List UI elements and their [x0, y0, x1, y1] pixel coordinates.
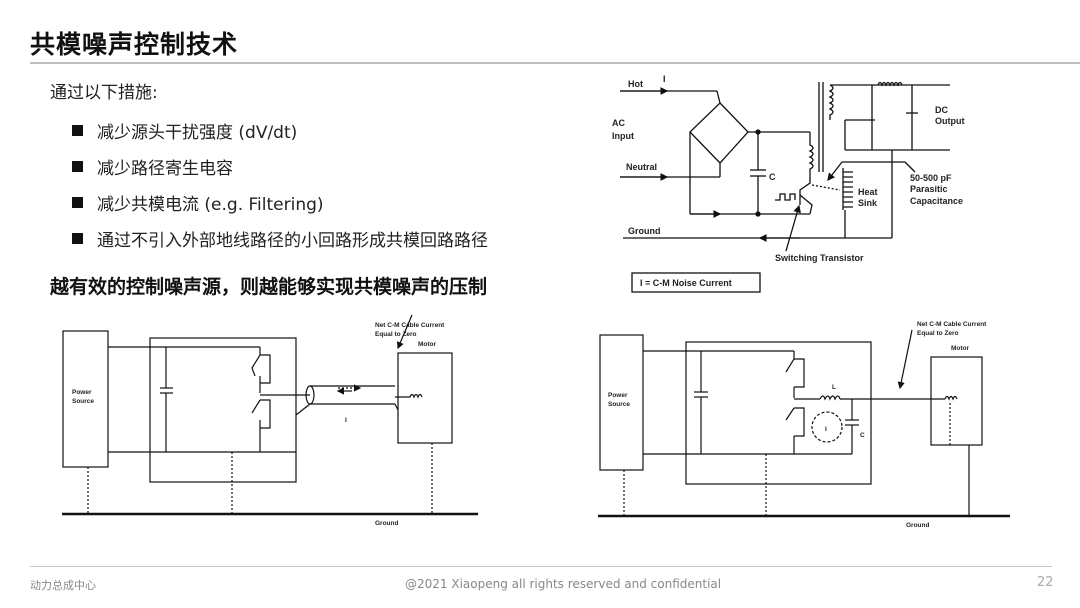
label-hot: Hot	[628, 79, 643, 89]
label-motor: Motor	[418, 341, 437, 348]
label-capacitor: C	[769, 172, 776, 182]
label-source: Source	[608, 401, 630, 408]
list-item: 减少共模电流 (e.g. Filtering)	[72, 184, 488, 220]
label-power: Power	[608, 392, 628, 399]
label-equal-zero: Equal to Zero	[917, 330, 959, 337]
measure-list: 减少源头干扰强度 (dV/dt) 减少路径寄生电容 减少共模电流 (e.g. F…	[72, 112, 488, 256]
label-ground: Ground	[375, 520, 398, 527]
smps-noise-diagram	[620, 81, 950, 293]
smps-labels: Hot I AC Input Neutral Ground C DC Outpu…	[612, 74, 965, 288]
slide-title: 共模噪声控制技术	[30, 30, 239, 59]
inverter-filter-diagram	[598, 329, 1010, 518]
label-current: I	[663, 74, 666, 84]
list-item: 减少源头干扰强度 (dV/dt)	[72, 112, 488, 148]
inverter-cable-labels: Power Source Net C-M Cable Current Equal…	[72, 322, 445, 527]
intro-text: 通过以下措施:	[50, 83, 158, 103]
label-ground: Ground	[628, 226, 661, 236]
label-net-cm-current: Net C-M Cable Current	[917, 321, 987, 328]
inverter-filter-labels: Power Source Net C-M Cable Current Equal…	[608, 321, 987, 529]
list-item-text: 减少源头干扰强度 (dV/dt)	[97, 122, 298, 143]
inverter-cable-diagram	[62, 314, 478, 516]
bullet-square-icon	[72, 160, 83, 172]
page-number: 22	[1037, 575, 1054, 590]
footer-divider	[30, 566, 1052, 567]
label-ground: Ground	[906, 522, 929, 529]
bullet-square-icon	[72, 124, 83, 136]
label-source: Source	[72, 398, 94, 405]
label-input: Input	[612, 131, 634, 141]
title-divider	[30, 62, 1080, 64]
label-inductor: L	[832, 384, 836, 391]
legend-noise-current: I = C-M Noise Current	[640, 278, 732, 288]
label-capacitance: Capacitance	[910, 196, 963, 206]
list-item-text: 减少共模电流 (e.g. Filtering)	[97, 194, 324, 215]
label-switching-transistor: Switching Transistor	[775, 253, 864, 263]
label-current: I	[825, 426, 827, 433]
label-capacitor: C	[860, 432, 865, 439]
list-item: 减少路径寄生电容	[72, 148, 488, 184]
label-parasitic: Parasitic	[910, 184, 948, 194]
footer-copyright: @2021 Xiaopeng all rights reserved and c…	[405, 577, 722, 591]
label-heat: Heat	[858, 187, 878, 197]
label-ac: AC	[612, 118, 625, 128]
label-motor: Motor	[951, 345, 970, 352]
label-capacitance-value: 50-500 pF	[910, 173, 952, 183]
label-sink: Sink	[858, 198, 878, 208]
list-item: 通过不引入外部地线路径的小回路形成共模回路路径	[72, 220, 488, 256]
emphasis-text: 越有效的控制噪声源，则越能够实现共模噪声的压制	[50, 276, 488, 298]
label-output: Output	[935, 116, 965, 126]
label-dc: DC	[935, 105, 948, 115]
label-equal-zero: Equal to Zero	[375, 331, 417, 338]
label-net-cm-current: Net C-M Cable Current	[375, 322, 445, 329]
footer-department: 动力总成中心	[30, 579, 96, 592]
label-current: I	[345, 417, 347, 424]
list-item-text: 减少路径寄生电容	[97, 158, 233, 179]
list-item-text: 通过不引入外部地线路径的小回路形成共模回路路径	[97, 230, 488, 251]
label-neutral: Neutral	[626, 162, 657, 172]
label-power: Power	[72, 389, 92, 396]
bullet-square-icon	[72, 232, 83, 244]
bullet-square-icon	[72, 196, 83, 208]
